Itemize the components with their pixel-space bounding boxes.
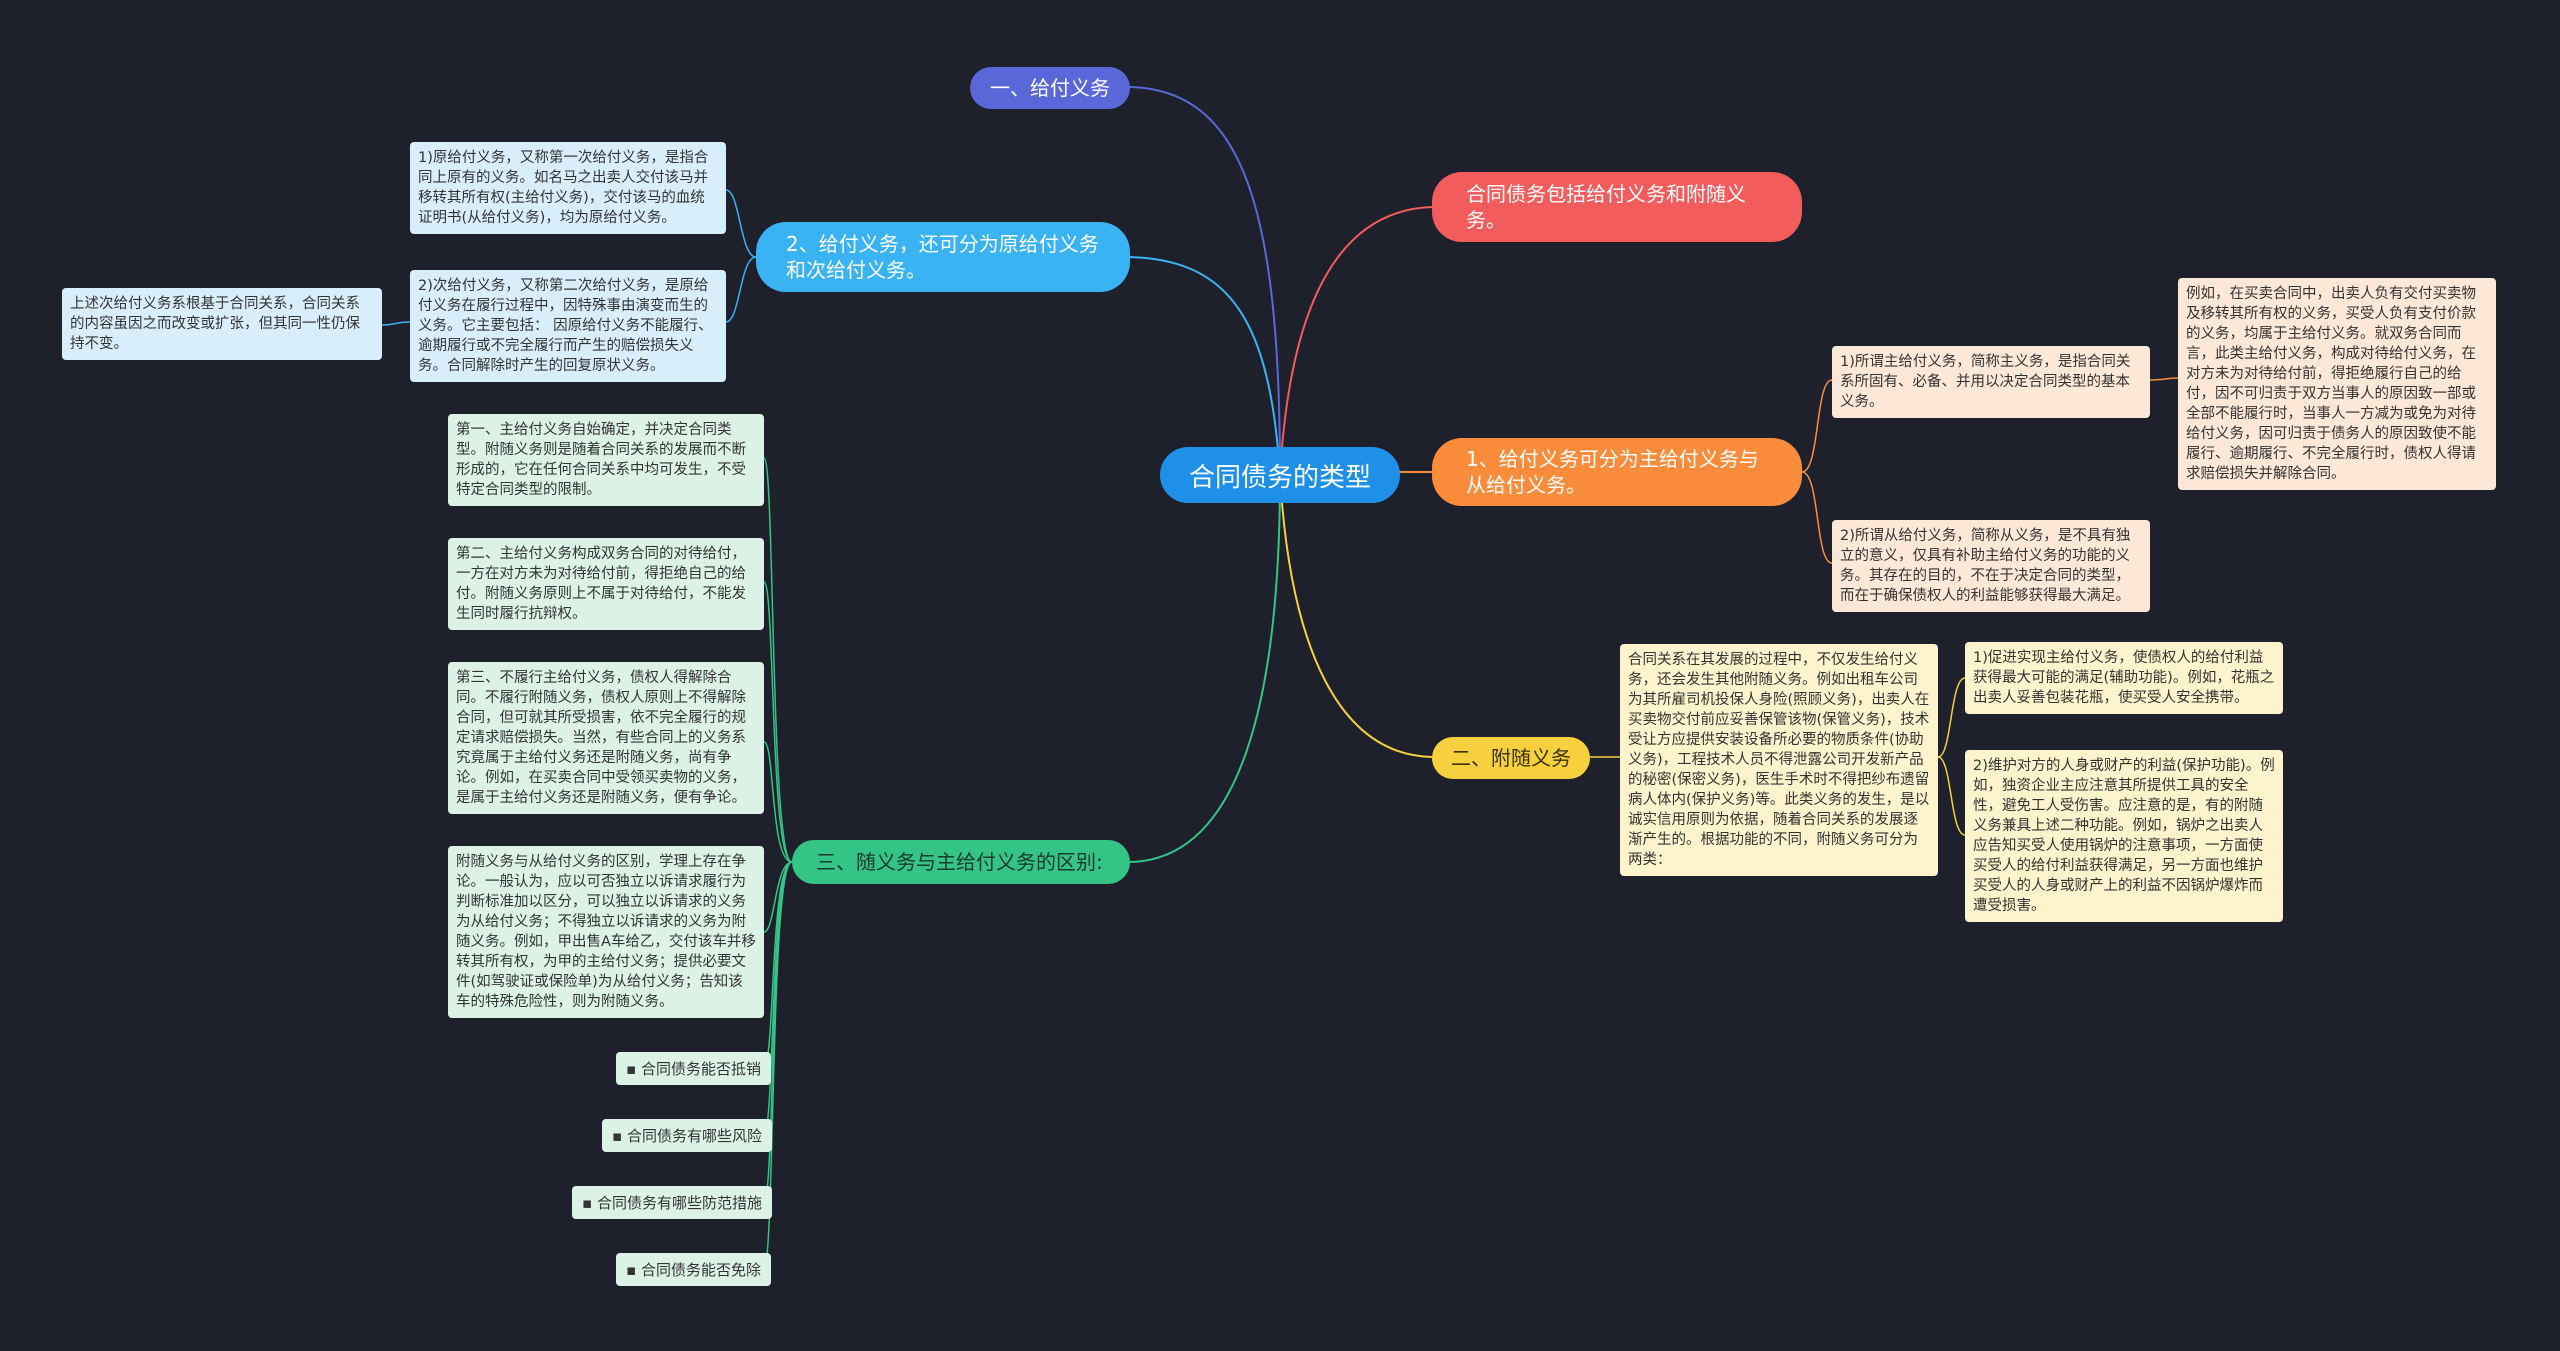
branch-ancillary-obligation[interactable]: 二、附随义务 <box>1432 737 1590 779</box>
note-secondary-identity: 上述次给付义务系根基于合同关系，合同关系的内容虽因之而改变或扩张，但其同一性仍保… <box>62 288 382 360</box>
central-topic[interactable]: 合同债务的类型 <box>1160 447 1400 503</box>
note-secondary-giving-obligation: 2)所谓从给付义务，简称从义务，是不具有独立的意义，仅具有补助主给付义务的功能的… <box>1832 520 2150 612</box>
branch-main-and-secondary-giving[interactable]: 1、给付义务可分为主给付义务与从给付义务。 <box>1432 438 1802 506</box>
branch-giving-obligation[interactable]: 一、给付义务 <box>970 67 1130 109</box>
note-difference-first: 第一、主给付义务自始确定，并决定合同类型。附随义务则是随着合同关系的发展而不断形… <box>448 414 764 506</box>
related-link-exemption[interactable]: ▪ 合同债务能否免除 <box>616 1253 771 1286</box>
note-secondary-obligation: 2)次给付义务，又称第二次给付义务，是原给付义务在履行过程中，因特殊事由演变而生… <box>410 270 726 382</box>
note-ancillary-description: 合同关系在其发展的过程中，不仅发生给付义务，还会发生其他附随义务。例如出租车公司… <box>1620 644 1938 876</box>
note-ancillary-promote: 1)促进实现主给付义务，使债权人的给付利益获得最大可能的满足(辅助功能)。例如，… <box>1965 642 2283 714</box>
note-ancillary-vs-secondary: 附随义务与从给付义务的区别，学理上存在争论。一般认为，应以可否独立以诉请求履行为… <box>448 846 764 1018</box>
note-ancillary-protect: 2)维护对方的人身或财产的利益(保护功能)。例如，独资企业主应注意其所提供工具的… <box>1965 750 2283 922</box>
note-original-obligation: 1)原给付义务，又称第一次给付义务，是指合同上原有的义务。如名马之出卖人交付该马… <box>410 142 726 234</box>
branch-original-secondary-obligation[interactable]: 2、给付义务，还可分为原给付义务和次给付义务。 <box>756 222 1130 292</box>
note-main-giving-obligation: 1)所谓主给付义务，简称主义务，是指合同关系所固有、必备、并用以决定合同类型的基… <box>1832 346 2150 418</box>
related-link-risks[interactable]: ▪ 合同债务有哪些风险 <box>602 1119 772 1152</box>
branch-ancillary-vs-main[interactable]: 三、随义务与主给付义务的区别: <box>792 840 1130 884</box>
note-main-giving-example: 例如，在买卖合同中，出卖人负有交付买卖物及移转其所有权的义务，买受人负有支付价款… <box>2178 278 2496 490</box>
related-link-prevention[interactable]: ▪ 合同债务有哪些防范措施 <box>572 1186 772 1219</box>
note-difference-third: 第三、不履行主给付义务，债权人得解除合同。不履行附随义务，债权人原则上不得解除合… <box>448 662 764 814</box>
related-link-offset[interactable]: ▪ 合同债务能否抵销 <box>616 1052 771 1085</box>
note-difference-second: 第二、主给付义务构成双务合同的对待给付，一方在对方未为对待给付前，得拒绝自己的给… <box>448 538 764 630</box>
branch-contract-debt-includes[interactable]: 合同债务包括给付义务和附随义务。 <box>1432 172 1802 242</box>
